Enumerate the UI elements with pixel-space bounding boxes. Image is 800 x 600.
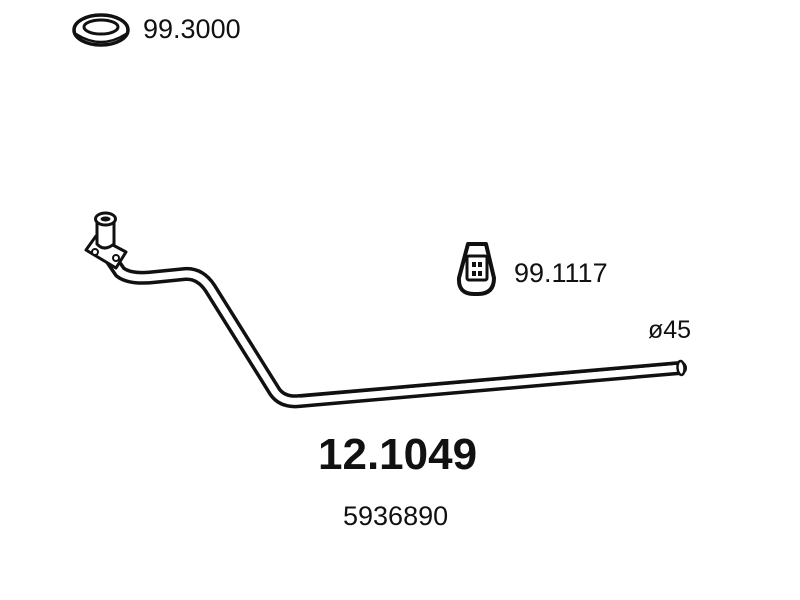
hanger-code-label: 99.1117 xyxy=(514,258,608,288)
exhaust-pipe-icon xyxy=(98,243,687,409)
rubber-hanger-icon xyxy=(456,242,496,296)
ring-gasket-icon xyxy=(72,13,130,47)
part-number-title: 12.1049 xyxy=(318,430,478,479)
gasket-code-label: 99.3000 xyxy=(143,14,241,44)
pipe-flange-icon xyxy=(84,211,128,270)
pipe-diameter-label: ø45 xyxy=(648,316,692,344)
oe-number-label: 5936890 xyxy=(343,501,449,531)
